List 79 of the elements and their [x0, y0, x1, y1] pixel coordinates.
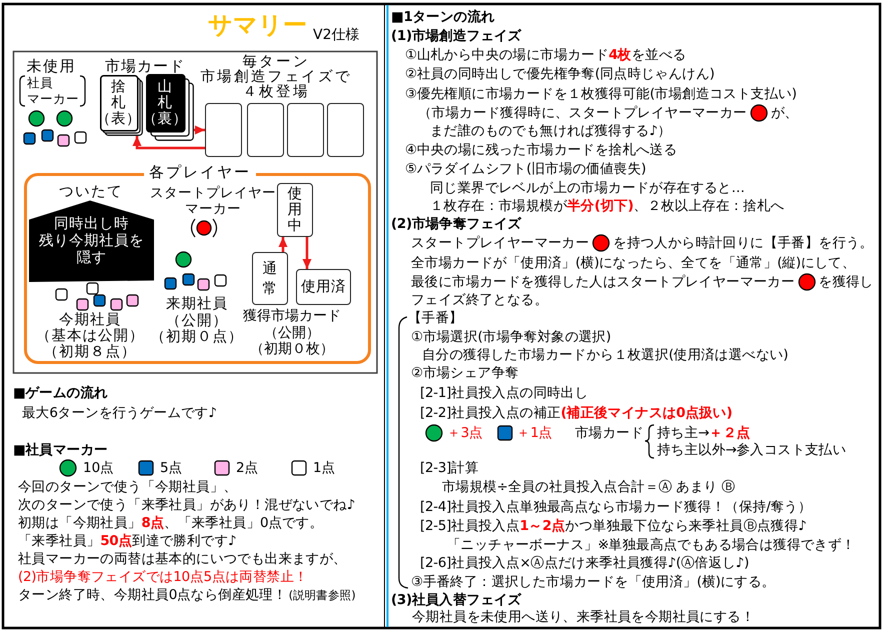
section-heading: (3)社員入替フェイズ [391, 591, 522, 609]
rule-text: [2-3]計算 [420, 459, 478, 477]
rule-text: ②社員の同時出しで優先権争奪(同点時じゃんけん) [405, 65, 714, 83]
rule-text: [2-5]社員投入点1～2点かつ単独最下位なら来季社員Ⓑ点獲得♪ [420, 517, 806, 535]
node-heading: ついたて [59, 184, 123, 201]
card [247, 103, 284, 157]
rule-text: ①市場選択(市場争奪対象の選択) [411, 328, 611, 346]
rule-text: [2-2]社員投入点の補正(補正後マイナスは0点扱い) [420, 404, 732, 422]
rule-text: ③優先権順に市場カードを１枚獲得可能(市場創造コスト支払い) [405, 85, 797, 103]
rule-text: フェイズ終了となる。 [411, 291, 548, 309]
rule-text: ターン終了時、今期社員0点なら倒産処理！ [18, 586, 287, 604]
panel-heading: 各プレイヤー [144, 163, 256, 181]
diagram-label: 来期社員（公開）（初期０点） [150, 296, 244, 346]
rule-text: 「ニッチャーボーナス」※単独最高点でもある場合は獲得できず！ [447, 536, 856, 554]
rule-text: 市場規模÷全員の社員投入点合計＝Ⓐ あまり Ⓑ [442, 478, 735, 496]
card-deck: 捨札（表） [100, 75, 143, 136]
section-heading: ■ゲームの流れ [13, 384, 108, 402]
rule-text: ④中央の場に残った市場カードを捨札へ送る [405, 141, 678, 159]
rule-text: ①山札から中央の場に市場カード4枚を並べる [405, 46, 686, 64]
rule-text: が、 [770, 104, 798, 122]
rule-text: ②市場シェア争奪 [411, 364, 519, 382]
card [205, 103, 242, 157]
card [327, 103, 364, 157]
diagram-label: 獲得市場カード（公開）（初期０枚） [243, 308, 341, 358]
rule-text: ＋1点 [516, 424, 552, 442]
rule-text: (2)市場争奪フェイズでは10点5点は両替禁止！ [18, 568, 308, 586]
rule-text: １枚存在：市場規模が半分(切下)、２枚以上存在：捨札へ [430, 197, 784, 215]
legend-label: 2点 [236, 459, 259, 477]
arrow [302, 237, 312, 269]
rule-text: を持つ人から時計回りに【手番】を行う。 [613, 234, 874, 252]
rule-text: を獲得し [818, 273, 874, 291]
card: 使用済 [296, 269, 351, 305]
rule-text: 今回のターンで使う「今期社員」、 [18, 478, 238, 496]
diagram-label: 社員マーカー [27, 75, 79, 107]
rule-text: 市場カード [575, 424, 644, 442]
rule-text: (説明書参照) [288, 587, 356, 604]
legend-label: 10点 [83, 459, 114, 477]
rule-text: ＋3点 [447, 424, 483, 442]
rule-text: [2-6]社員投入点×Ⓐ点だけ来季社員獲得♪(Ⓐ倍返し♪) [420, 554, 749, 572]
rule-text: 今期社員を未使用へ送り、来季社員を今期社員にする！ [412, 608, 755, 626]
section-heading: (2)市場争奪フェイズ [391, 215, 522, 233]
rule-text: 最後に市場カードを獲得した人はスタートプレイヤーマーカー [411, 273, 795, 291]
section-heading: ■1ターンの流れ [391, 8, 495, 26]
rule-text: 初期は「今期社員」8点、「来季社員」0点です。 [18, 514, 324, 532]
rule-text: [2-4]社員投入点単独最高点なら市場カード獲得！（保持/奪う） [420, 498, 812, 516]
legend-label: 1点 [313, 459, 336, 477]
diagram-label: スタートプレイヤーマーカー [150, 185, 276, 217]
rule-text: スタートプレイヤーマーカー [411, 234, 590, 252]
legend-label: 5点 [160, 459, 183, 477]
section-heading: ■社員マーカー [13, 441, 108, 459]
rule-text: 持ち主以外→参入コスト支払い [657, 441, 846, 459]
rule-text: まだ誰のものでも無ければ獲得する♪） [430, 122, 672, 140]
diagram-label: 今期社員（基本は公開）（初期８点） [36, 312, 144, 360]
rule-text: 持ち主→＋２点 [657, 424, 750, 442]
rule-text: ③手番終了：選択した市場カードを「使用済」(横)にする。 [411, 573, 776, 591]
title: サマリー [208, 10, 307, 41]
arrow [132, 136, 205, 150]
card: 通常 [252, 252, 288, 305]
rule-text: （市場カード獲得時に、スタートプレイヤーマーカー [418, 104, 747, 122]
rule-text: 次のターンで使う「来季社員」があり！混ぜないでね♪ [18, 496, 356, 514]
rule-text: 「来季社員」50点到達で勝利です♪ [18, 532, 236, 550]
rule-text: 最大6ターンを行うゲームです♪ [22, 404, 217, 422]
rule-text: 社員マーカーの両替は基本的にいつでも出来ますが、 [18, 550, 347, 568]
rule-text: 全市場カードが「使用済」(横)になったら、全てを「通常」(縦)にして、 [411, 254, 856, 272]
diagram-label: 市場カード [105, 58, 185, 74]
arrow [278, 237, 288, 252]
rule-text: 自分の獲得した市場カードから１枚選択(使用済は選べない) [422, 346, 788, 364]
rule-text: 同じ業界でレベルが上の市場カードが存在すると… [430, 179, 745, 197]
arrow [194, 126, 205, 134]
section-heading: (1)市場創造フェイズ [391, 27, 522, 45]
rule-text: [2-1]社員投入点の同時出し [420, 384, 588, 402]
card [287, 103, 324, 157]
node-text: 同時出し時残り今期社員を隠す [38, 216, 145, 267]
card: 使用中 [277, 183, 313, 237]
rule-text: ⑤パラダイムシフト(旧市場の価値喪失) [405, 160, 646, 178]
diagram-label: 未使用 [26, 58, 76, 74]
diagram-label: 毎ターン市場創造フェイズで４枚登場 [200, 54, 352, 100]
rule-text: 【手番】 [408, 309, 463, 327]
version-label: V2仕様 [313, 27, 360, 43]
